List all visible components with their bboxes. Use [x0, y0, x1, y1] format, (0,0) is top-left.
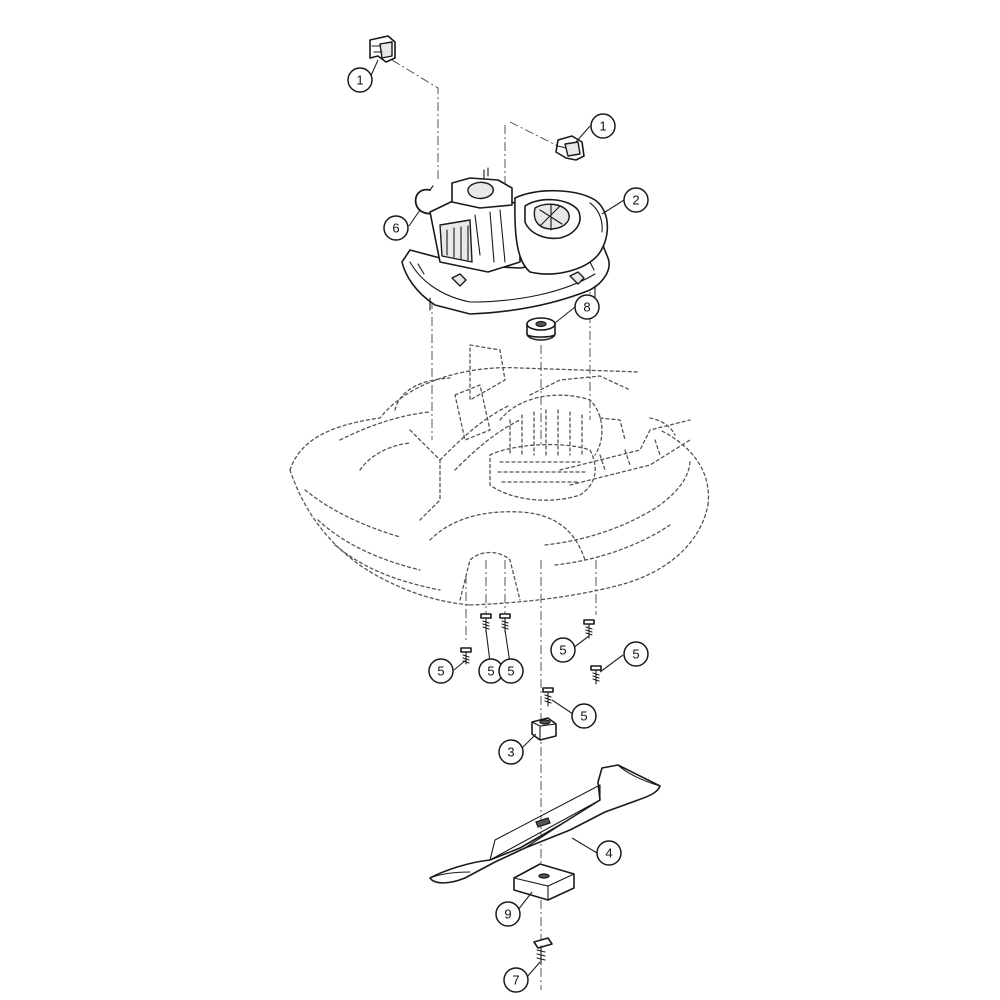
callout-c5c: 5: [498, 658, 524, 684]
callout-c5b: 5: [478, 658, 504, 684]
callout-c3: 3: [498, 739, 524, 765]
svg-text:1: 1: [356, 73, 363, 88]
callout-c9: 9: [495, 901, 521, 927]
clip-part-1-upper: [369, 35, 396, 63]
bolt-part-7: [533, 937, 553, 965]
svg-text:4: 4: [605, 846, 612, 861]
blade-part-4: [429, 764, 661, 884]
svg-text:9: 9: [504, 907, 511, 922]
callout-c5e: 5: [623, 641, 649, 667]
callout-c5a: 5: [428, 658, 454, 684]
svg-text:3: 3: [507, 745, 514, 760]
svg-text:1: 1: [599, 119, 606, 134]
svg-text:5: 5: [487, 664, 494, 679]
callouts: 1 1 2 6 8 5 5 5: [347, 67, 649, 993]
callout-c7: 7: [503, 967, 529, 993]
blade-hub-part-3: [531, 717, 557, 741]
callout-c4: 4: [596, 840, 622, 866]
screws-part-5: [460, 613, 602, 707]
callout-c6: 6: [383, 215, 409, 241]
leader-lines: [368, 59, 625, 978]
bush-part-8: [526, 317, 556, 341]
mower-deck-outline: [289, 344, 710, 606]
callout-c1a: 1: [347, 67, 373, 93]
motor-housing-part-2: [401, 167, 610, 315]
svg-text:5: 5: [507, 664, 514, 679]
screw-5c: [499, 613, 511, 633]
clip-part-1-right: [555, 135, 585, 161]
screw-5b: [480, 613, 492, 633]
callout-c5f: 5: [571, 703, 597, 729]
screw-5a: [460, 647, 472, 665]
svg-text:5: 5: [632, 647, 639, 662]
svg-text:2: 2: [632, 193, 639, 208]
svg-text:5: 5: [559, 643, 566, 658]
callout-c5d: 5: [550, 637, 576, 663]
svg-text:5: 5: [437, 664, 444, 679]
svg-text:8: 8: [583, 300, 590, 315]
callout-c1b: 1: [590, 113, 616, 139]
svg-text:6: 6: [392, 221, 399, 236]
callout-c2: 2: [623, 187, 649, 213]
svg-text:5: 5: [580, 709, 587, 724]
svg-text:7: 7: [512, 973, 519, 988]
washer-plate-part-9: [513, 863, 575, 901]
screw-5d: [583, 619, 595, 639]
screw-5f: [542, 687, 554, 707]
callout-c8: 8: [574, 294, 600, 320]
screw-5e: [590, 665, 602, 685]
